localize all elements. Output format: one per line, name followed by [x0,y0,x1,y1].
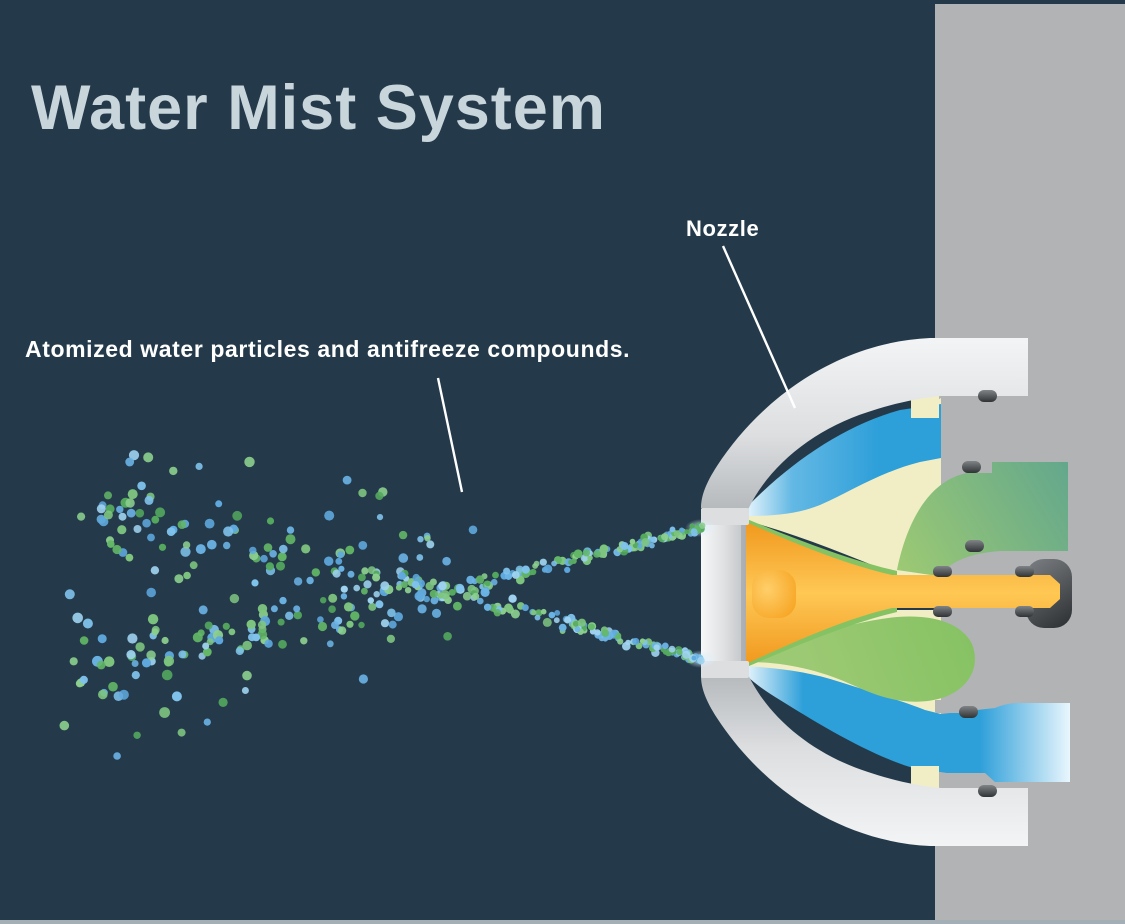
water-channel-bottom [744,666,1070,782]
water-channel-top [744,404,941,516]
nozzle-cap [701,508,746,678]
floor-strip [0,920,1125,924]
page-title: Water Mist System [31,73,606,143]
nozzle-shell-bottom [701,670,1028,846]
green-component-top [897,462,1068,576]
nozzle-cap-lip-top [701,508,749,525]
mist-leader-line [436,377,464,493]
green-component-bottom [748,616,975,702]
mist-label: Atomized water particles and antifreeze … [25,336,631,362]
nozzle-cap-lip-bottom [701,661,749,678]
bolts [933,390,1034,797]
nozzle-label: Nozzle [686,216,760,241]
nozzle-shell-top [701,338,1028,514]
nozzle-leader-line [721,245,797,409]
pintle-knob [752,570,796,618]
pintle-orange [739,522,1060,664]
mist-particles [59,450,706,760]
nozzle-cap-shade [741,508,746,678]
